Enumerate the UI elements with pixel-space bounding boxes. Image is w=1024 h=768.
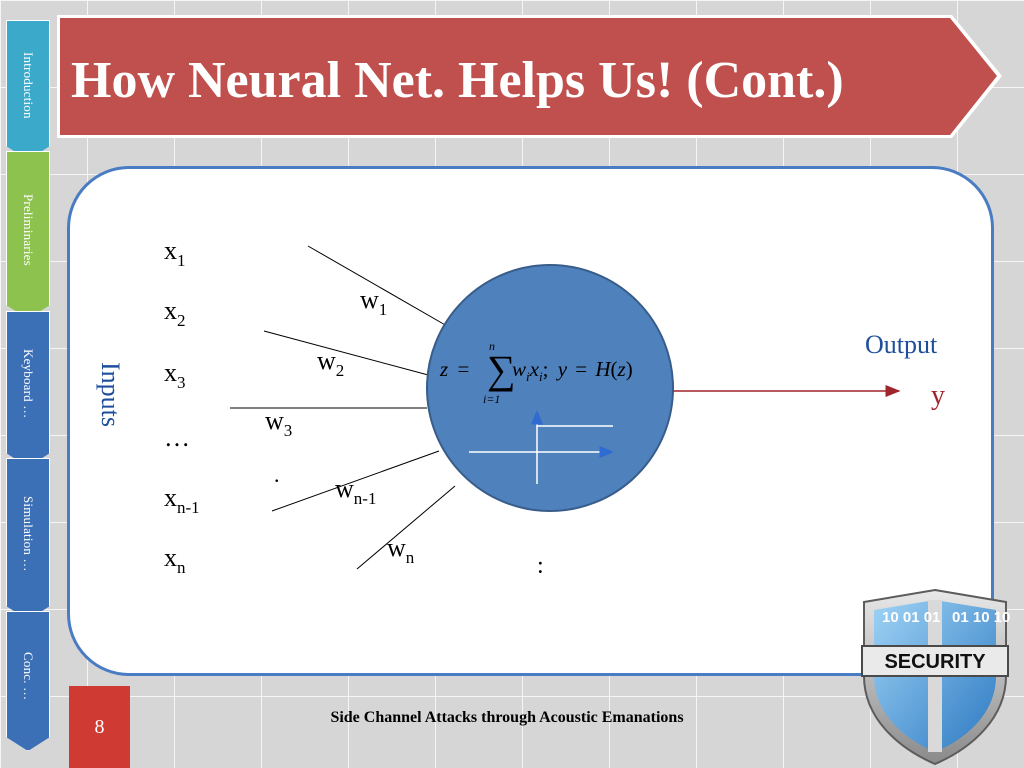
slide-title: How Neural Net. Helps Us! (Cont.) — [71, 52, 844, 109]
nav-tab-label: Simulation … — [21, 496, 36, 572]
input-xn: xn — [164, 543, 186, 577]
vertical-dots: : — [537, 553, 544, 579]
formula-i2: i — [539, 369, 543, 384]
formula-H: H — [594, 357, 612, 381]
formula-sep: ; — [543, 357, 549, 381]
footer-text: Side Channel Attacks through Acoustic Em… — [330, 709, 684, 726]
input-line-n — [356, 485, 456, 570]
formula-lower: i=1 — [483, 392, 500, 406]
neuron-diagram: z = ∑ n i=1 wixi; y = H(z) Inputs x1 x2 … — [96, 236, 945, 579]
weight-w3: w3 — [265, 406, 292, 440]
neuron-circle — [426, 264, 674, 512]
formula-y: y — [556, 357, 568, 381]
input-line-n-1 — [271, 450, 440, 512]
nav-tab-label: Preliminaries — [21, 194, 36, 266]
logo-text: SECURITY — [884, 651, 986, 673]
title-banner-shape — [57, 15, 1002, 138]
inputs-label: Inputs — [96, 362, 125, 427]
formula: z = — [439, 357, 469, 381]
output-variable: y — [931, 380, 945, 411]
nav-tab-label: Introduction — [21, 51, 36, 119]
weight-wn: wn — [387, 533, 415, 567]
formula-rparen: ) — [626, 357, 633, 381]
formula-w: w — [512, 357, 526, 381]
nav-tab-preliminaries[interactable]: Preliminaries — [6, 151, 50, 319]
formula-i1: i — [526, 369, 530, 384]
nav-tab-simulation[interactable]: Simulation … — [6, 458, 50, 620]
input-xn-1: xn-1 — [164, 483, 200, 517]
input-line-1 — [307, 245, 448, 327]
weight-wn-1: wn-1 — [335, 474, 376, 508]
formula-equals: = — [457, 357, 469, 381]
input-x1: x1 — [164, 236, 186, 270]
input-x3: x3 — [164, 358, 186, 392]
security-shield-logo: 10 01 01 01 10 10 SECURITY — [861, 588, 1010, 766]
logo-binary-left: 10 01 01 — [882, 609, 940, 626]
nav-tab-label: Keyboard … — [21, 349, 36, 419]
output-label: Output — [865, 330, 938, 359]
logo-binary-right: 01 10 10 — [952, 609, 1010, 626]
formula-x: x — [529, 357, 540, 381]
title-banner: How Neural Net. Helps Us! (Cont.) — [57, 15, 1002, 138]
weight-w2: w2 — [317, 346, 344, 380]
weight-w1: w1 — [360, 285, 387, 319]
nav-tab-keyboard[interactable]: Keyboard … — [6, 311, 50, 467]
weight-dot: . — [274, 462, 280, 487]
formula-rhs: wixi; y = H(z) — [512, 357, 633, 384]
nav-tab-introduction[interactable]: Introduction — [6, 20, 50, 160]
input-x2: x2 — [164, 296, 186, 330]
nav-tab-conclusion[interactable]: Conc. … — [6, 611, 50, 751]
formula-lparen: ( — [611, 357, 618, 381]
input-line-2 — [263, 330, 433, 377]
formula-sum: ∑ — [487, 347, 516, 392]
formula-equals-2: = — [575, 357, 587, 381]
input-ellipsis: … — [164, 423, 190, 452]
formula-z: z — [439, 357, 448, 381]
slide-number: 8 — [69, 686, 130, 768]
formula-z2: z — [617, 357, 626, 381]
formula-upper: n — [489, 339, 495, 353]
nav-tab-label: Conc. … — [21, 651, 36, 701]
